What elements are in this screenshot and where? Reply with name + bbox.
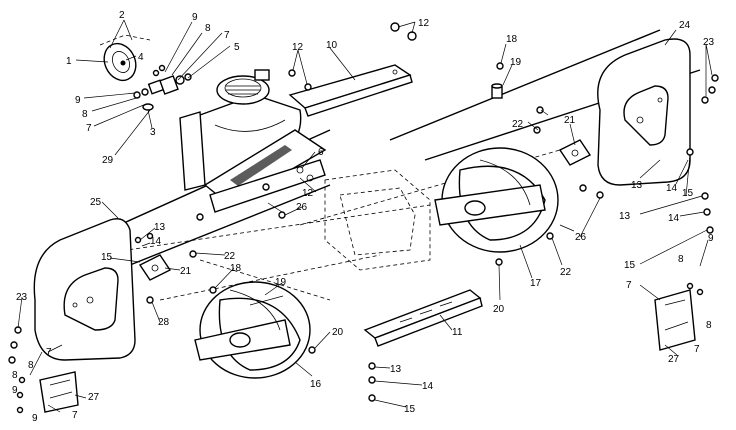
callout-8: 8 [82,109,88,120]
callout-7: 7 [72,410,78,421]
callout-13: 13 [154,222,166,233]
callout-8: 8 [12,370,18,381]
callout-7: 7 [626,280,632,291]
callout-19: 19 [510,57,522,68]
callout-7: 7 [224,30,230,41]
callout-1: 1 [66,56,72,67]
callout-7: 7 [46,347,52,358]
callout-15: 15 [624,260,636,271]
callout-17: 17 [530,278,542,289]
left-side-plate [33,218,136,361]
gear-case [324,169,431,271]
callout-5: 5 [234,42,240,53]
right-side-plate [597,38,691,186]
left-skid-shoe [39,371,79,413]
callout-28: 28 [158,317,170,328]
frame-beam [288,64,413,117]
callout-4: 4 [138,52,144,63]
callout-22: 22 [512,119,524,130]
callout-13: 13 [619,211,631,222]
right-bearing-flange [558,139,592,166]
callout-23: 23 [16,292,28,303]
callout-8: 8 [706,320,712,331]
callout-26: 26 [296,202,308,213]
callout-9: 9 [75,95,81,106]
callout-14: 14 [668,213,680,224]
callout-21: 21 [564,115,576,126]
callout-13: 13 [631,180,643,191]
callout-7: 7 [86,123,92,134]
callout-20: 20 [332,327,344,338]
callout-22: 22 [560,267,572,278]
callout-2: 2 [119,10,125,21]
callout-22: 22 [224,251,236,262]
pulley-disc [99,34,151,82]
callout-3: 3 [150,127,156,138]
callout-27: 27 [668,354,680,365]
callout-12: 12 [418,18,430,29]
right-skid-shoe [654,289,696,351]
leader-lines [17,19,713,413]
callout-9: 9 [12,385,18,396]
callout-15: 15 [682,188,694,199]
callout-6: 6 [318,147,324,158]
bushing-right [491,83,503,99]
callout-27: 27 [88,392,100,403]
callout-13: 13 [390,364,402,375]
shaft-hardware-cluster [133,64,192,111]
callout-15: 15 [101,252,113,263]
callout-10: 10 [326,40,338,51]
callout-21: 21 [180,266,192,277]
callout-20: 20 [493,304,505,315]
auger-housing [179,69,302,191]
callout-labels: 1 2 4 9 8 7 5 9 8 7 3 29 12 12 10 18 19 … [12,10,715,424]
callout-23: 23 [703,37,715,48]
callout-8: 8 [678,254,684,265]
callout-8: 8 [205,23,211,34]
right-auger [434,147,559,253]
callout-19: 19 [275,277,287,288]
callout-26: 26 [575,232,587,243]
callout-14: 14 [422,381,434,392]
callout-9: 9 [32,413,38,424]
callout-24: 24 [679,20,691,31]
callout-8: 8 [28,360,34,371]
left-auger [194,281,311,379]
callout-12: 12 [292,42,304,53]
callout-15: 15 [404,404,416,415]
callout-29: 29 [102,155,114,166]
callout-18: 18 [506,34,518,45]
callout-14: 14 [666,183,678,194]
callout-14: 14 [150,236,162,247]
left-bearing-flange [138,254,172,281]
callout-9: 9 [708,233,714,244]
callout-7: 7 [694,344,700,355]
scraper-bar [363,289,483,347]
fasteners [8,22,719,414]
callout-11: 11 [452,327,463,338]
callout-12: 12 [302,188,314,199]
callout-25: 25 [90,197,102,208]
callout-16: 16 [310,379,322,390]
callout-18: 18 [230,263,242,274]
callout-9: 9 [192,12,198,23]
